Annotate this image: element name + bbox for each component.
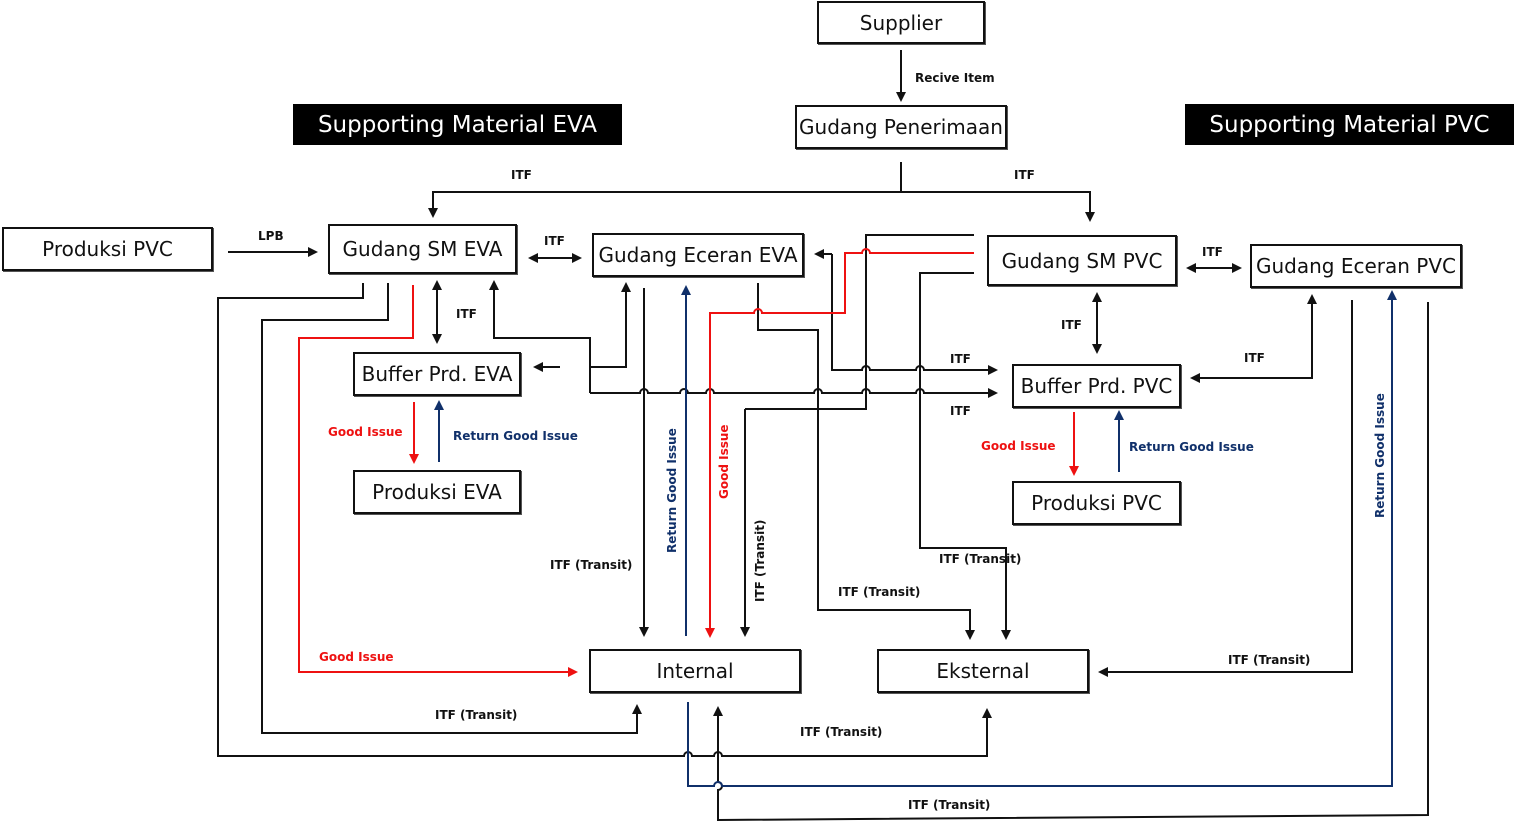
node-produksi-pvc-source[interactable]: Produksi PVC	[2, 227, 213, 271]
edge-good-issue-sm-pvc-internal	[705, 248, 974, 638]
label-good-issue-vertical: Good Issue	[717, 424, 731, 499]
label-good-issue-eva: Good Issue	[328, 425, 403, 439]
edge-sm-pvc-upper	[745, 234, 974, 410]
label-itf-transit-sm-pvc-eksternal-1: ITF (Transit)	[939, 552, 1022, 566]
label-recive-item: Recive Item	[915, 71, 995, 85]
label-return-good-issue-pvc-vertical: Return Good Issue	[1373, 393, 1387, 518]
banner-supporting-material-pvc: Supporting Material PVC	[1185, 104, 1514, 145]
edge-eceran-pvc-buffer-pvc	[1190, 294, 1317, 383]
edge-to-sm-eva	[489, 280, 591, 393]
label-itf-right-top: ITF	[1014, 168, 1035, 182]
label-itf-transit-sm-eva-eksternal: ITF (Transit)	[800, 725, 883, 739]
label-good-issue-pvc: Good Issue	[981, 439, 1056, 453]
label-itf-sm-eceran-eva: ITF	[544, 234, 565, 248]
edge-penerimaan-sm-pvc	[901, 191, 1095, 222]
label-itf-sm-buffer-eva: ITF	[456, 307, 477, 321]
label-lpb: LPB	[258, 229, 284, 243]
label-itf-transit-bottom: ITF (Transit)	[908, 798, 991, 812]
label-itf-to-buffer-pvc-2: ITF	[950, 404, 971, 418]
node-gudang-sm-pvc[interactable]: Gudang SM PVC	[987, 235, 1177, 286]
edge-eceran-eva-eksternal	[757, 283, 975, 640]
edge-eceran-eva-buffer-eva	[590, 284, 627, 368]
label-itf-sm-eceran-pvc: ITF	[1202, 245, 1223, 259]
edge-sm-pvc-lower	[919, 272, 1011, 640]
label-return-good-issue-eva: Return Good Issue	[453, 429, 578, 443]
edge-penerimaan-sm-eva	[428, 191, 901, 218]
node-eksternal[interactable]: Eksternal	[877, 649, 1089, 693]
node-buffer-prd-pvc[interactable]: Buffer Prd. PVC	[1012, 364, 1181, 408]
edge-return-internal-eceran-pvc	[687, 290, 1397, 787]
edge-itf-buffer-pvc-lower	[590, 388, 998, 398]
node-gudang-eceran-eva[interactable]: Gudang Eceran EVA	[592, 233, 804, 277]
node-buffer-prd-eva[interactable]: Buffer Prd. EVA	[353, 352, 521, 396]
label-itf-transit-eceran-eva-internal: ITF (Transit)	[550, 558, 633, 572]
node-produksi-eva[interactable]: Produksi EVA	[353, 470, 521, 514]
label-return-good-issue-pvc: Return Good Issue	[1129, 440, 1254, 454]
edge-itf-buffer-pvc-upper	[831, 254, 998, 375]
node-produksi-pvc[interactable]: Produksi PVC	[1012, 481, 1181, 525]
label-itf-transit-sm-eva-internal: ITF (Transit)	[435, 708, 518, 722]
node-internal[interactable]: Internal	[589, 649, 801, 693]
label-return-good-issue-vertical: Return Good Issue	[665, 428, 679, 553]
label-itf-transit-eceran-pvc-eksternal: ITF (Transit)	[1228, 653, 1311, 667]
node-gudang-sm-eva[interactable]: Gudang SM EVA	[328, 224, 517, 274]
label-itf-to-buffer-pvc-1: ITF	[950, 352, 971, 366]
label-itf-transit-vertical: ITF (Transit)	[753, 519, 767, 602]
node-gudang-penerimaan[interactable]: Gudang Penerimaan	[795, 105, 1007, 149]
edge-good-issue-sm-eva-internal	[298, 285, 578, 677]
label-itf-sm-buffer-pvc: ITF	[1061, 318, 1082, 332]
banner-supporting-material-eva: Supporting Material EVA	[293, 104, 622, 145]
edge-sm-eva-eksternal	[217, 283, 992, 757]
edge-sm-eva-internal	[261, 283, 642, 734]
label-itf-transit-sm-pvc-eksternal-2: ITF (Transit)	[838, 585, 921, 599]
edge-eceran-pvc-eksternal	[1098, 300, 1353, 677]
label-itf-eceran-buffer-pvc: ITF	[1244, 351, 1265, 365]
label-good-issue-to-internal: Good Issue	[319, 650, 394, 664]
node-supplier[interactable]: Supplier	[817, 1, 985, 44]
node-gudang-eceran-pvc[interactable]: Gudang Eceran PVC	[1250, 244, 1462, 288]
label-itf-left-top: ITF	[511, 168, 532, 182]
